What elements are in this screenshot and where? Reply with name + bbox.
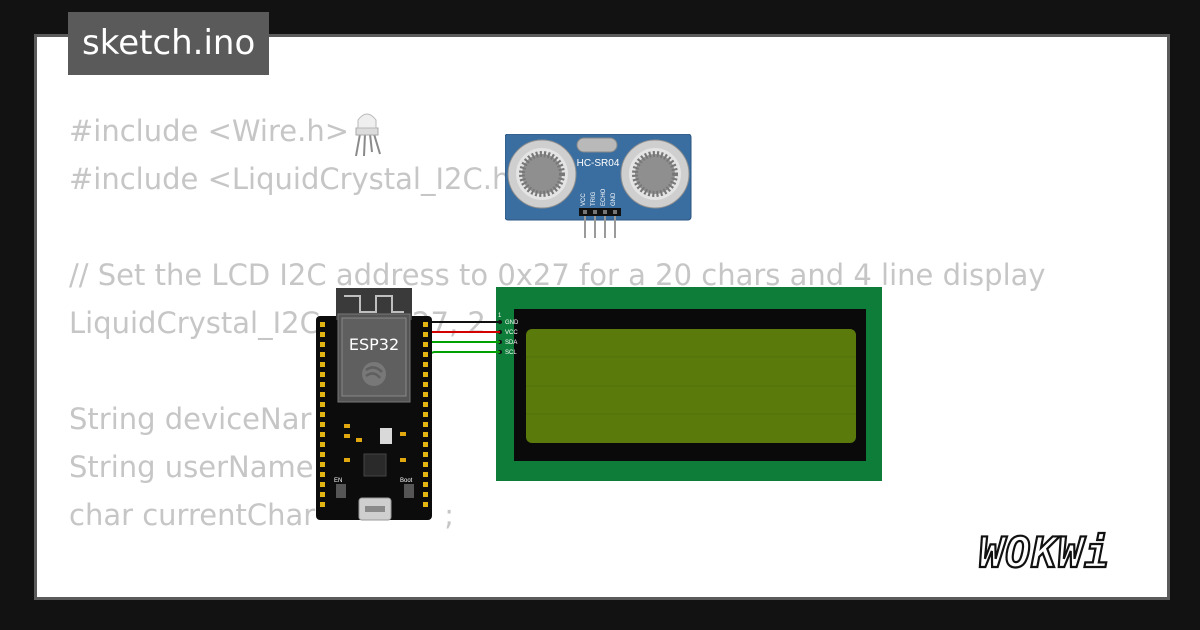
lcd-pin-label: SDA	[505, 340, 517, 346]
boot-button[interactable]	[404, 484, 414, 498]
esp32-devkit[interactable]: ESP32 EN Boot	[316, 288, 434, 522]
rgb-led[interactable]	[350, 110, 384, 158]
sensor-pin-label: GND	[611, 192, 617, 206]
esp32-label: ESP32	[349, 335, 399, 354]
diagram-card: #include <Wire.h> #include <LiquidCrystal…	[34, 34, 1170, 600]
code-line	[69, 539, 1046, 587]
hc-sr04-sensor[interactable]: HC-SR04 VCC TRIG ECHO GND	[505, 134, 693, 242]
esp32-components	[344, 424, 406, 477]
sensor-pin-header[interactable]	[579, 208, 621, 238]
sensor-label: HC-SR04	[577, 158, 620, 169]
wire-sda[interactable]	[425, 341, 500, 346]
esp32-right-pins[interactable]	[423, 322, 428, 507]
en-label: EN	[334, 478, 342, 484]
lcd-pin-label: GND	[505, 320, 519, 326]
lcd-2004-i2c[interactable]: 1 GND VCC SDA SCL	[496, 287, 884, 483]
code-line: #include <LiquidCrystal_I2C.h	[69, 162, 511, 196]
code-line: String userName	[69, 450, 314, 484]
code-line: CharTime 1	[69, 587, 1046, 597]
sensor-pin-label: ECHO	[601, 188, 607, 206]
lcd-pin-number: 1	[498, 313, 502, 319]
code-line: // Set the LCD I2C address to 0x27 for a…	[69, 258, 1046, 292]
wokwi-logo: WOKWi	[977, 527, 1149, 579]
left-transducer	[507, 139, 577, 209]
boot-label: Boot	[400, 478, 413, 484]
sensor-pin-label: VCC	[581, 193, 587, 206]
lcd-pin-label: VCC	[505, 330, 518, 336]
code-line: String deviceNar	[69, 402, 312, 436]
esp32-left-pins[interactable]	[320, 322, 325, 507]
sensor-pin-label: TRIG	[591, 191, 597, 206]
code-editor-background: #include <Wire.h> #include <LiquidCrystal…	[69, 107, 1046, 597]
wire-vcc[interactable]	[425, 331, 500, 337]
wire-gnd[interactable]	[425, 321, 500, 326]
lcd-pin-label: SCL	[505, 350, 517, 356]
file-tab-label: sketch.ino	[82, 23, 256, 63]
en-button[interactable]	[336, 484, 346, 498]
file-tab[interactable]: sketch.ino	[68, 12, 270, 75]
code-line: char currentChar ;	[69, 498, 455, 532]
wire-scl[interactable]	[425, 351, 500, 356]
right-transducer	[620, 139, 690, 209]
lcd-character-grid	[526, 356, 856, 415]
wokwi-logo-text: WOKWi	[979, 528, 1110, 575]
code-line: #include <Wire.h>	[69, 114, 350, 148]
